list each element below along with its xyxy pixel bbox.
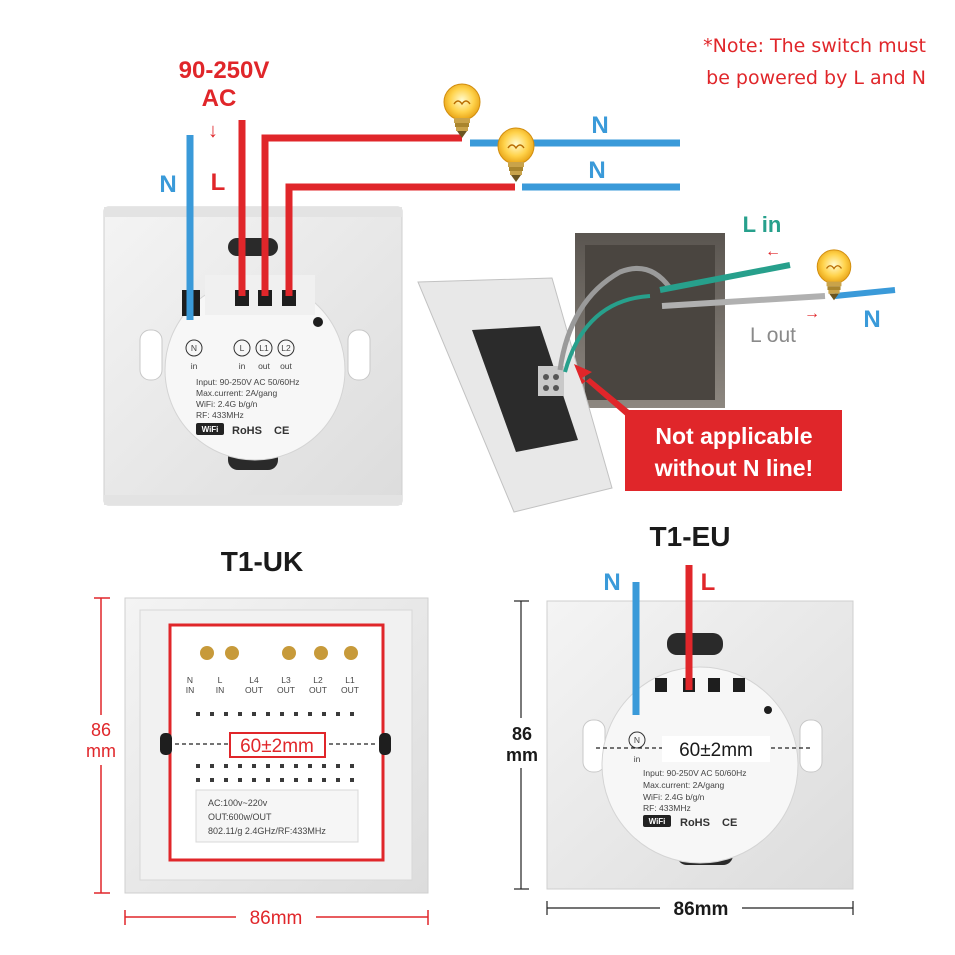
uk-spec3: 802.11/g 2.4GHz/RF:433MHz bbox=[208, 826, 326, 836]
uk-spec1: AC:100v~220v bbox=[208, 798, 268, 808]
neutral-label: N bbox=[159, 171, 176, 198]
terminal-labels: N L L1 L2 in in out out bbox=[185, 339, 295, 371]
arrow-icon: → bbox=[804, 305, 820, 322]
terminal-l-sub: in bbox=[239, 361, 246, 371]
uk-height: 86 bbox=[91, 720, 111, 740]
spec-current: Max.current: 2A/gang bbox=[196, 388, 278, 398]
supply-voltage: 90-250V bbox=[179, 57, 270, 84]
eu-terminal-n: N bbox=[634, 735, 640, 745]
screw-terminal-icon bbox=[225, 646, 239, 660]
uk-terminal-n-sub: IN bbox=[186, 685, 195, 695]
eu-spec-input: Input: 90-250V AC 50/60Hz bbox=[643, 768, 747, 778]
terminal-l2-sub: out bbox=[280, 361, 292, 371]
light-bulb-icon bbox=[443, 83, 481, 139]
uk-terminal-l1-sub: OUT bbox=[341, 685, 359, 695]
eu-wifi-logo-text: WiFi bbox=[649, 817, 666, 826]
neutral-out-2-label: N bbox=[588, 157, 605, 184]
l-in-label: L in bbox=[743, 212, 782, 237]
screw-terminal-icon bbox=[344, 646, 358, 660]
arrow-icon: ↓ bbox=[208, 120, 218, 142]
screw-terminal-icon bbox=[282, 646, 296, 660]
eu-height: 86 bbox=[512, 724, 532, 744]
wifi-logo-text: WiFi bbox=[202, 425, 219, 434]
eu-spec-wifi: WiFi: 2.4G b/g/n bbox=[643, 792, 705, 802]
uk-terminal-l3-sub: OUT bbox=[277, 685, 295, 695]
eu-ce-mark: CE bbox=[722, 817, 737, 829]
terminal-l2-label: L2 bbox=[281, 343, 291, 353]
uk-vent-holes bbox=[196, 712, 354, 782]
l-out-label: L out bbox=[750, 324, 796, 347]
uk-title: T1-UK bbox=[221, 546, 303, 577]
wifi-logo-icon bbox=[196, 423, 224, 435]
warning-line2: without N line! bbox=[654, 455, 813, 481]
uk-panel: T1-UK N L L4 L3 L2 L1 IN IN OUT OUT OUT … bbox=[84, 546, 429, 929]
uk-terminal-l4: L4 bbox=[249, 675, 259, 685]
uk-terminal-l1: L1 bbox=[345, 675, 355, 685]
screw-terminal-icon bbox=[314, 646, 328, 660]
uk-center-distance: 60±2mm bbox=[240, 736, 314, 757]
warning-box bbox=[625, 410, 842, 491]
uk-width: 86mm bbox=[250, 908, 303, 929]
arrow-icon: ← bbox=[765, 243, 781, 260]
top-wiring-panel: N L L1 L2 in in out out Input: 90-250V A… bbox=[103, 57, 680, 506]
eu-center-distance: 60±2mm bbox=[679, 740, 753, 761]
ce-mark: CE bbox=[274, 425, 289, 437]
uk-terminal-l3: L3 bbox=[281, 675, 291, 685]
live-out-2-wire bbox=[285, 183, 515, 296]
power-note-line1: *Note: The switch must bbox=[703, 35, 926, 57]
uk-terminal-l: L bbox=[218, 675, 223, 685]
live-label: L bbox=[211, 169, 226, 196]
uk-height-unit: mm bbox=[86, 741, 116, 761]
uk-screw-terminals bbox=[200, 646, 358, 660]
eu-terminal-in: in bbox=[634, 754, 641, 764]
eu-module bbox=[601, 666, 799, 864]
terminal-l1-label: L1 bbox=[259, 343, 269, 353]
eu-spec-rf: RF: 433MHz bbox=[643, 803, 691, 813]
eu-width: 86mm bbox=[674, 899, 729, 920]
eu-spec-current: Max.current: 2A/gang bbox=[643, 780, 725, 790]
terminal-n-sub: in bbox=[191, 361, 198, 371]
wifi-logo-icon bbox=[643, 815, 671, 827]
neutral-end-label: N bbox=[863, 306, 880, 333]
warning-line1: Not applicable bbox=[655, 423, 812, 449]
uk-spec2: OUT:600w/OUT bbox=[208, 812, 272, 822]
terminal-l1-sub: out bbox=[258, 361, 270, 371]
l-out-wire bbox=[661, 293, 826, 309]
neutral-end-wire bbox=[834, 287, 896, 299]
l-in-wire bbox=[659, 262, 791, 293]
power-note-line2: be powered by L and N bbox=[706, 67, 926, 89]
uk-terminal-l2: L2 bbox=[313, 675, 323, 685]
light-bulb-icon bbox=[497, 127, 535, 183]
eu-panel: T1-EU N L N in 60±2mm Input: 90-250V AC … bbox=[500, 521, 854, 920]
warning-arrow-icon bbox=[574, 364, 634, 418]
spec-input: Input: 90-250V AC 50/60Hz bbox=[196, 377, 300, 387]
eu-rohs-mark: RoHS bbox=[680, 817, 710, 829]
no-neutral-panel: L in ← L out → N Not applicable without … bbox=[417, 212, 896, 513]
uk-terminal-n: N bbox=[187, 675, 193, 685]
uk-terminal-l4-sub: OUT bbox=[245, 685, 263, 695]
screw-terminal-icon bbox=[200, 646, 214, 660]
terminal-l-label: L bbox=[240, 343, 245, 353]
supply-ac: AC bbox=[202, 85, 237, 112]
uk-terminal-l2-sub: OUT bbox=[309, 685, 327, 695]
spec-rf: RF: 433MHz bbox=[196, 410, 244, 420]
uk-terminal-l-sub: IN bbox=[216, 685, 225, 695]
live-out-1-wire bbox=[261, 134, 462, 296]
spec-wifi: WiFi: 2.4G b/g/n bbox=[196, 399, 258, 409]
eu-live-label: L bbox=[701, 569, 716, 596]
neutral-out-1-label: N bbox=[591, 112, 608, 139]
eu-title: T1-EU bbox=[650, 521, 731, 552]
terminal-n-label: N bbox=[191, 343, 197, 353]
rohs-mark: RoHS bbox=[232, 425, 262, 437]
eu-neutral-label: N bbox=[603, 569, 620, 596]
eu-height-unit: mm bbox=[506, 745, 538, 765]
